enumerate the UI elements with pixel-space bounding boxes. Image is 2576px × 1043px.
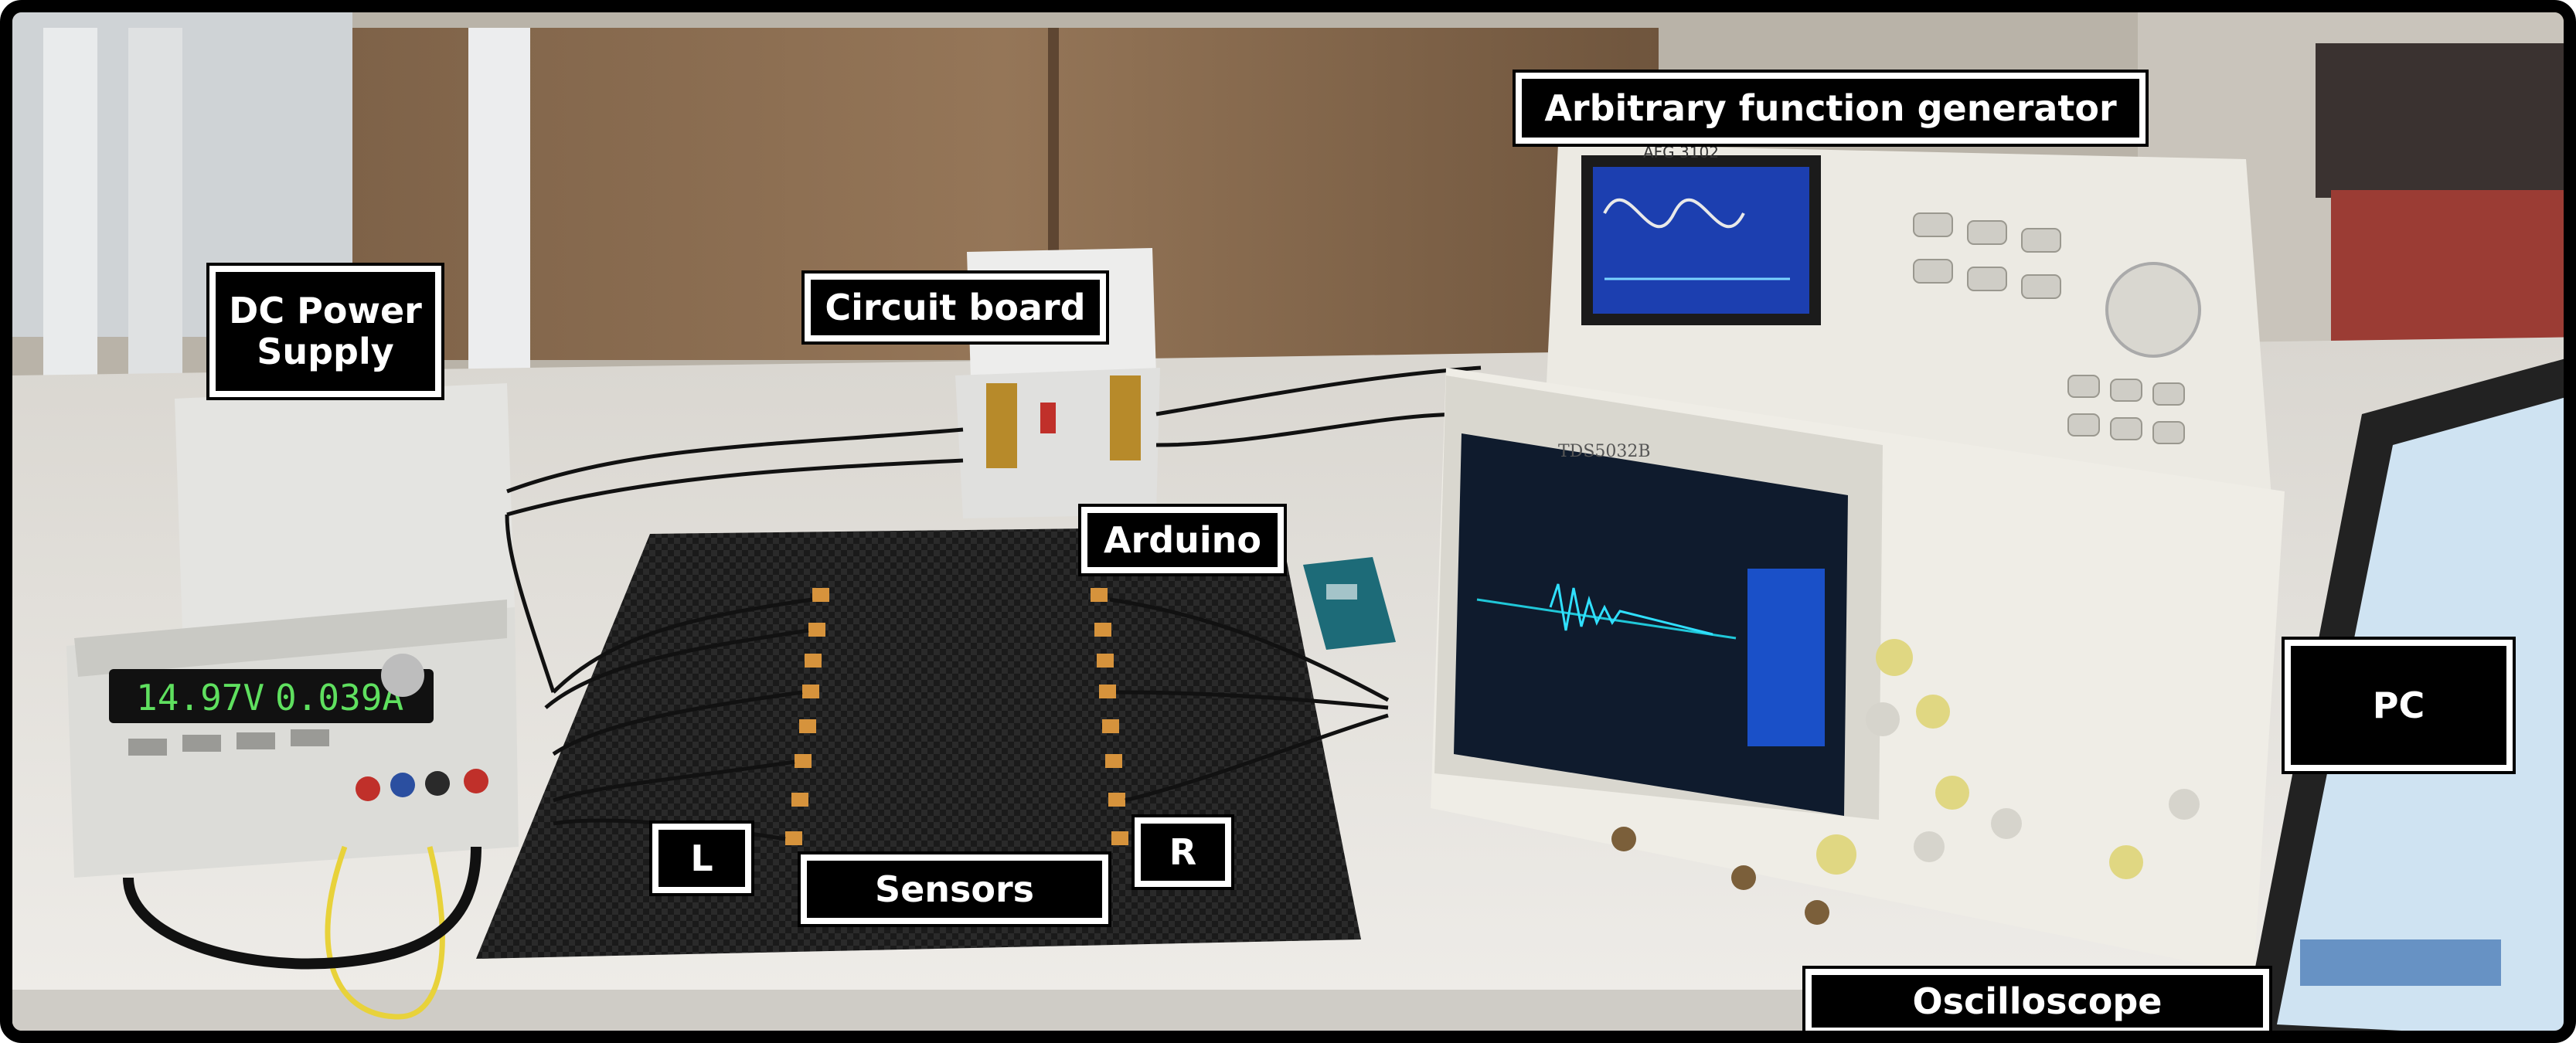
label-dc-power-supply: DC Power Supply <box>209 266 441 397</box>
label-right-marker: R <box>1135 817 1231 887</box>
function-generator-knob-icon <box>2105 262 2201 358</box>
function-generator-model: AFG 3102 <box>1643 143 1719 161</box>
label-arduino: Arduino <box>1081 507 1284 573</box>
label-sensors: Sensors <box>801 854 1108 924</box>
lab-setup-photo: 14.97V 0.039A <box>12 12 2564 1031</box>
shelf-post-2 <box>128 28 182 391</box>
label-circuit-board: Circuit board <box>805 273 1106 341</box>
label-pc: PC <box>2285 640 2513 771</box>
dc-power-supply: 14.97V 0.039A <box>66 383 519 878</box>
oscilloscope: TDS5032B <box>1431 368 2285 974</box>
sensor-column-right <box>1091 588 1128 845</box>
power-supply-voltage-readout: 14.97V <box>136 677 264 719</box>
red-box-right <box>2331 190 2564 360</box>
sensor-column-left <box>785 588 829 845</box>
label-left-marker: L <box>652 824 751 893</box>
label-arbitrary-function-generator: Arbitrary function generator <box>1516 73 2146 144</box>
function-generator: AFG 3102 <box>1547 143 2277 569</box>
power-supply-current-readout: 0.039A <box>275 677 403 719</box>
shelf-post-1 <box>43 28 97 391</box>
boxes-top-right <box>2316 43 2564 198</box>
oscilloscope-model: TDS5032B <box>1558 442 1651 461</box>
arduino-board <box>1303 557 1396 650</box>
power-coiled-cable <box>123 846 482 970</box>
power-supply-knob-icon <box>381 654 424 697</box>
shelf-post-3 <box>468 28 530 391</box>
label-oscilloscope: Oscilloscope <box>1805 969 2269 1031</box>
